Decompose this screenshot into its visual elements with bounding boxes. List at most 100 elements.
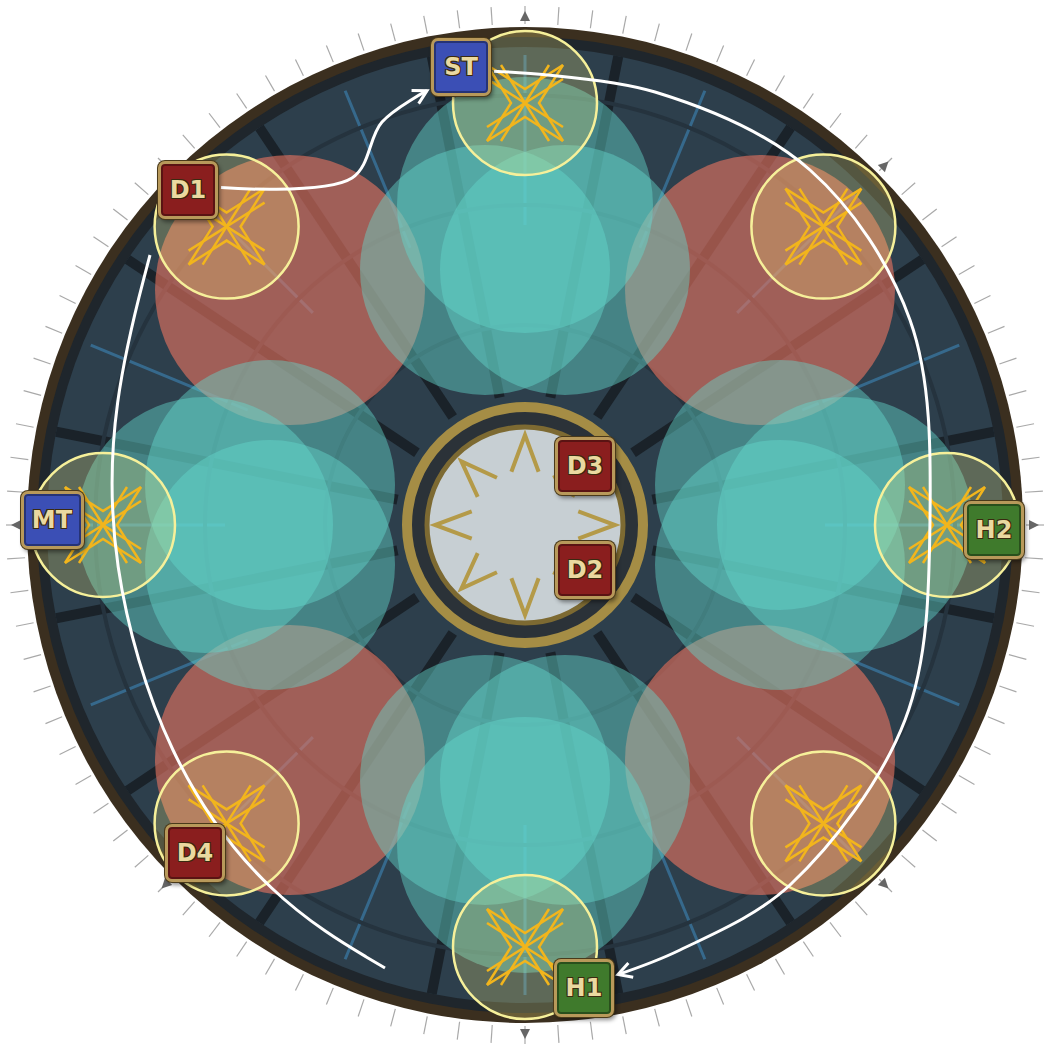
ornament-stroke: [461, 553, 497, 589]
chevron: [785, 189, 809, 265]
tick-mark: [183, 135, 195, 149]
tick-mark: [988, 326, 1005, 333]
role-marker: D4: [165, 824, 225, 882]
marker-circle-group: [751, 751, 895, 895]
tick-mark: [959, 776, 975, 785]
chevron: [227, 189, 251, 265]
tick-mark: [135, 183, 149, 195]
direction-triangle: [11, 520, 21, 530]
role-label: H1: [566, 974, 603, 1002]
chevron: [837, 785, 861, 861]
tick-mark: [16, 623, 34, 627]
role-marker: H2: [964, 501, 1024, 559]
marker-circle-group: [155, 155, 299, 299]
tick-ring: [6, 6, 1044, 1044]
tick-mark: [942, 803, 957, 813]
tick-mark: [902, 183, 916, 195]
tick-mark: [1016, 623, 1034, 627]
chevron: [525, 909, 549, 985]
tick-mark: [34, 686, 51, 692]
cyan-aoe: [655, 360, 905, 610]
tick-mark: [457, 10, 459, 28]
role-marker: H1: [554, 959, 614, 1017]
tick-mark: [922, 830, 936, 841]
tick-mark: [295, 974, 303, 990]
tick-mark: [34, 358, 51, 364]
role-label: D1: [170, 176, 207, 204]
chevron: [227, 785, 251, 861]
tick-mark: [358, 999, 364, 1016]
tick-mark: [999, 686, 1016, 692]
tick-mark: [1022, 590, 1040, 592]
tick-mark: [686, 999, 692, 1016]
role-marker: MT: [21, 491, 84, 549]
center-plate: [427, 427, 623, 623]
tick-mark: [358, 34, 364, 51]
tick-mark: [558, 1025, 559, 1043]
tick-mark: [391, 24, 396, 41]
tick-mark: [1016, 424, 1034, 428]
tick-mark: [942, 237, 957, 247]
chevron: [923, 487, 947, 563]
direction-triangle: [878, 162, 889, 173]
tick-mark: [76, 266, 92, 275]
tick-mark: [266, 959, 275, 975]
center-ornament: [435, 435, 615, 615]
tick-mark: [46, 326, 63, 333]
tick-mark: [326, 46, 333, 63]
tick-mark: [1025, 491, 1043, 492]
tick-mark: [24, 391, 41, 396]
cyan-aoe: [440, 655, 690, 905]
tick-mark: [266, 76, 275, 92]
floor-spokes: [56, 56, 994, 994]
chevron: [189, 241, 265, 265]
marker-circle-group: [751, 155, 895, 299]
role-label: ST: [444, 53, 478, 81]
tick-mark: [1025, 558, 1043, 559]
ornament-stroke: [461, 461, 497, 497]
tick-mark: [959, 266, 975, 275]
tick-mark: [457, 1022, 459, 1040]
tick-mark: [776, 76, 785, 92]
role-marker: D1: [158, 161, 218, 219]
tick-mark: [590, 10, 592, 28]
tick-mark: [803, 93, 813, 108]
direction-triangle: [1029, 520, 1039, 530]
tick-mark: [855, 902, 867, 916]
chevron: [799, 785, 823, 861]
movement-sweep: [112, 255, 385, 968]
role-marker: D3: [555, 437, 615, 495]
tick-mark: [424, 1016, 428, 1034]
arena-rim-inner: [37, 37, 1013, 1013]
role-label: D4: [177, 839, 214, 867]
marker-circle: [751, 751, 895, 895]
tick-mark: [76, 776, 92, 785]
tick-mark: [135, 855, 149, 867]
tick-mark: [988, 717, 1005, 724]
chevron: [487, 961, 563, 985]
tick-mark: [209, 113, 220, 127]
chevron: [785, 241, 861, 265]
tick-mark: [491, 1025, 492, 1043]
direction-triangles: [11, 11, 1039, 1039]
role-marker: ST: [431, 38, 491, 96]
tick-mark: [491, 7, 492, 25]
tick-mark: [60, 747, 76, 755]
chevron: [487, 117, 563, 141]
tick-mark: [747, 974, 755, 990]
center-ring: [407, 407, 643, 643]
tick-mark: [655, 24, 660, 41]
tick-mark: [10, 457, 28, 459]
cyan-aoe: [360, 145, 610, 395]
chevron: [241, 785, 265, 861]
chevron: [501, 65, 525, 141]
arena-rim: [27, 27, 1023, 1023]
tick-mark: [46, 717, 63, 724]
tick-mark: [16, 424, 34, 428]
tick-mark: [1009, 391, 1026, 396]
tick-mark: [717, 988, 724, 1005]
tick-mark: [93, 237, 108, 247]
role-label: D3: [567, 452, 604, 480]
